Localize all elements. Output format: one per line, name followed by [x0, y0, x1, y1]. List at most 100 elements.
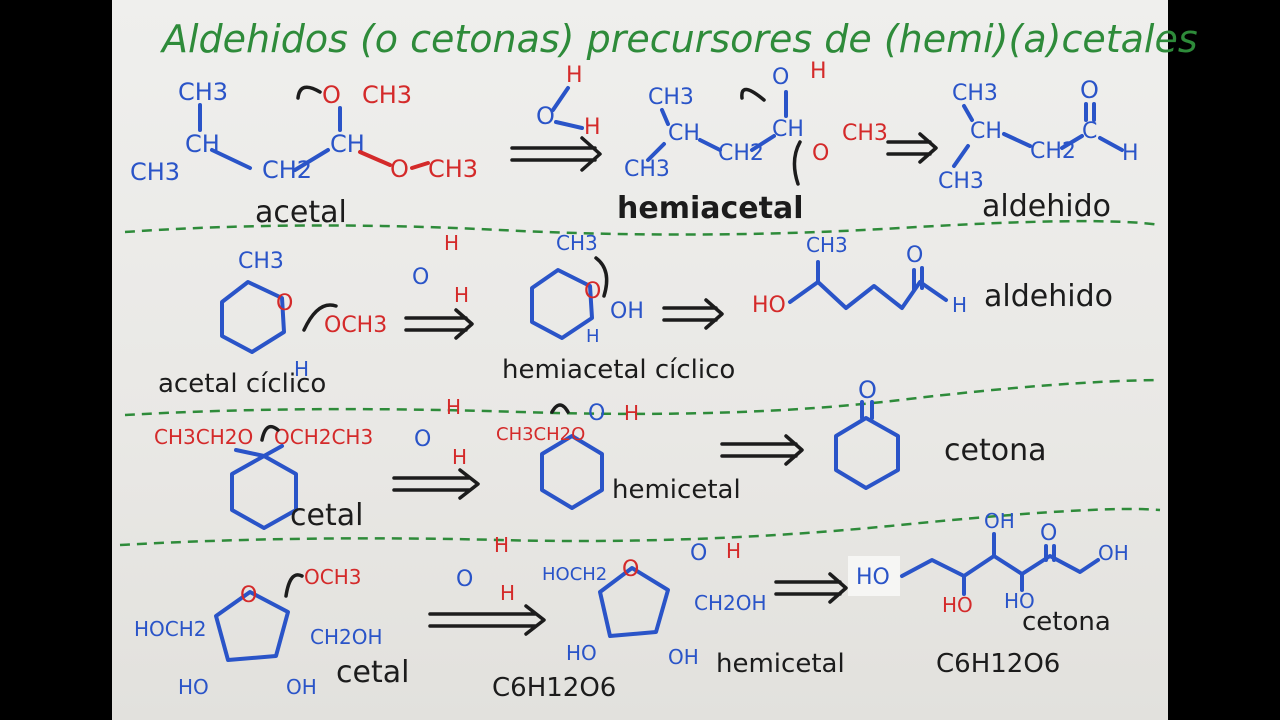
- atom-carbon: C: [1082, 119, 1097, 144]
- bond-lines: [646, 90, 788, 162]
- group-ch3: CH3: [362, 81, 412, 109]
- group-ch: CH: [970, 119, 1002, 144]
- group-ch3ch2o: CH3CH2O: [154, 425, 253, 449]
- atom-hydrogen: H: [566, 63, 583, 88]
- row-1: CH3 CH CH2 CH CH3 O CH3 O CH3 acetal H O…: [130, 59, 1139, 230]
- row3-cetal-structure: CH3CH2O OCH2CH3: [154, 424, 373, 530]
- carbon-chain: [788, 260, 948, 310]
- formula-hemicetal: C6H12O6: [492, 673, 616, 703]
- group-ch2oh: CH2OH: [310, 625, 383, 649]
- group-hoch2: HOCH2: [542, 564, 607, 585]
- label-aldehido: aldehido: [984, 279, 1113, 314]
- group-ch: CH: [185, 130, 220, 158]
- row4-water: H O H: [456, 533, 515, 605]
- atom-oxygen: O: [858, 376, 877, 404]
- atom-hydrogen: H: [500, 581, 515, 605]
- group-ch2: CH2: [262, 156, 312, 184]
- label-cetal: cetal: [336, 655, 409, 690]
- atom-oxygen: O: [412, 265, 429, 290]
- atom-hydrogen: H: [624, 401, 639, 425]
- row2-acetal-ciclico-structure: CH3 O OCH3 H: [220, 249, 387, 381]
- row1-hemiacetal-structure: CH3 CH CH3 CH2 CH O H O CH3: [624, 59, 888, 186]
- group-ch3: CH3: [556, 231, 598, 255]
- bond-lines: [198, 103, 342, 172]
- ring: [834, 400, 900, 490]
- group-ho: HO: [752, 293, 786, 318]
- atom-oxygen: O: [588, 401, 605, 426]
- reaction-arrow: [428, 604, 546, 636]
- row2-water: H O H: [412, 231, 469, 307]
- atom-hydrogen: H: [444, 231, 459, 255]
- reaction-arrow: [392, 468, 480, 500]
- atom-hydrogen: H: [1122, 141, 1139, 166]
- label-hemiacetal-ciclico: hemiacetal cíclico: [502, 355, 735, 385]
- ring: [230, 454, 298, 530]
- reaction-arrow: [404, 308, 474, 340]
- group-ho: HO: [942, 593, 973, 617]
- label-hemicetal: hemicetal: [716, 649, 845, 679]
- atom-oxygen: O: [622, 557, 639, 582]
- label-cetona: cetona: [944, 433, 1046, 468]
- label-hemicetal: hemicetal: [612, 475, 741, 505]
- reaction-arrow: [662, 298, 724, 330]
- page-title: Aldehidos (o cetonas) precursores de (he…: [159, 17, 1198, 61]
- bond-lines-oxygen: [358, 150, 430, 170]
- curved-arrow: [296, 85, 322, 100]
- atom-oxygen: O: [584, 279, 601, 304]
- group-oh: OH: [1098, 541, 1129, 565]
- atom-oxygen: O: [322, 81, 341, 109]
- atom-hydrogen: H: [810, 59, 827, 84]
- atom-oxygen: O: [414, 427, 431, 452]
- label-aldehido: aldehido: [982, 189, 1111, 224]
- atom-oxygen: O: [536, 102, 555, 130]
- group-och3: OCH3: [324, 313, 387, 338]
- group-och3: OCH3: [304, 565, 361, 589]
- row4-hemicetal-structure: HOCH2 O O H CH2OH HO OH: [542, 539, 767, 669]
- row-separator-2: [124, 378, 1161, 417]
- atom-hydrogen: H: [584, 115, 601, 140]
- atom-oxygen: O: [456, 567, 473, 592]
- label-acetal: acetal: [255, 195, 347, 230]
- label-acetal-ciclico: acetal cíclico: [158, 369, 326, 399]
- group-oh: OH: [984, 509, 1015, 533]
- row1-aldehido-structure: CH3 CH CH3 CH2 C O H: [938, 76, 1139, 194]
- row-4: HOCH2 O OCH3 CH2OH HO OH cetal H O H HOC…: [134, 509, 1129, 703]
- row1-water: H O H: [536, 63, 601, 140]
- reaction-arrow: [774, 572, 848, 604]
- label-cetal: cetal: [290, 498, 363, 533]
- group-ch3: CH3: [238, 249, 284, 274]
- curved-arrows: [740, 87, 802, 186]
- carbon-chain: [900, 532, 1100, 596]
- ring: [540, 434, 604, 510]
- group-ch2oh: CH2OH: [694, 591, 767, 615]
- atom-hydrogen: H: [726, 539, 741, 563]
- atom-hydrogen: H: [446, 395, 461, 419]
- atom-hydrogen: H: [454, 283, 469, 307]
- group-ch3: CH3: [130, 158, 180, 186]
- atom-hydrogen: H: [586, 326, 600, 347]
- curved-arrow: [550, 403, 570, 414]
- group-ch3: CH3: [178, 78, 228, 106]
- curved-arrow: [284, 573, 304, 598]
- ring: [220, 280, 286, 354]
- row-separator-3: [119, 507, 1161, 547]
- group-ho: HO: [1004, 589, 1035, 613]
- bond-lines: [551, 86, 584, 130]
- furanose-ring: [214, 590, 290, 662]
- group-ch: CH: [668, 121, 700, 146]
- group-och2ch3: OCH2CH3: [274, 425, 373, 449]
- group-ch3: CH3: [938, 169, 984, 194]
- group-ho: HO: [856, 565, 890, 590]
- group-ho: HO: [178, 675, 209, 699]
- row3-hemicetal-structure: CH3CH2O O H: [496, 401, 639, 510]
- group-ho: HO: [566, 641, 597, 665]
- row3-cetona-structure: O: [834, 376, 900, 490]
- bond-lines: [952, 102, 1124, 168]
- group-ch: CH: [772, 117, 804, 142]
- row1-acetal-structure: CH3 CH CH2 CH CH3 O CH3 O CH3: [130, 78, 478, 186]
- atom-hydrogen: H: [952, 293, 967, 317]
- group-ch3: CH3: [842, 121, 888, 146]
- group-oh: OH: [668, 645, 699, 669]
- group-ch3: CH3: [428, 155, 478, 183]
